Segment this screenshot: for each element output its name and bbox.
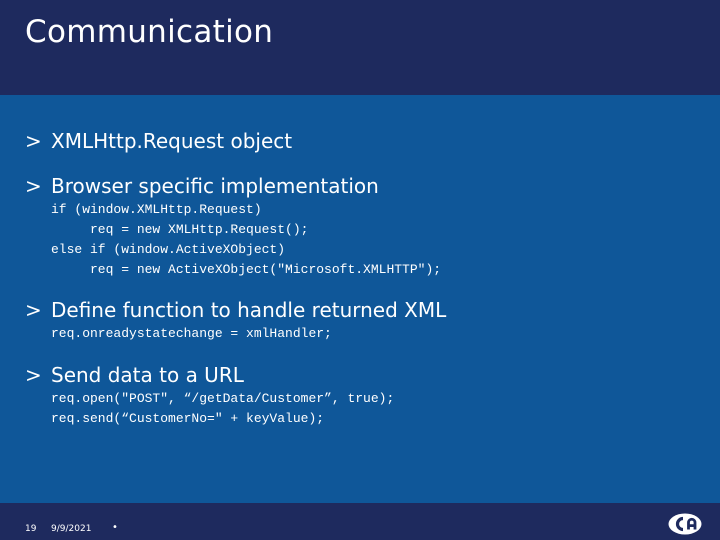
bullet-marker: >	[25, 129, 42, 153]
bullet-xmlhttprequest: > XMLHttp.Request object	[25, 129, 292, 153]
bullet-browser-specific: > Browser specific implementation	[25, 174, 379, 198]
code-block-send: req.open("POST", “/getData/Customer”, tr…	[51, 389, 394, 429]
code-block-browser: if (window.XMLHttp.Request) req = new XM…	[51, 200, 441, 280]
content-area	[0, 95, 720, 505]
code-line: req.open("POST", “/getData/Customer”, tr…	[51, 391, 395, 406]
bullet-marker: >	[25, 174, 42, 198]
bullet-marker: >	[25, 298, 42, 322]
code-line: if (window.XMLHttp.Request)	[51, 202, 262, 217]
slide-title: Communication	[25, 14, 274, 50]
code-line: req = new ActiveXObject("Microsoft.XMLHT…	[51, 262, 442, 277]
bullet-text: Browser specific implementation	[51, 174, 379, 198]
bullet-text: Send data to a URL	[51, 363, 244, 387]
page-number: 19	[25, 524, 37, 534]
bullet-text: XMLHttp.Request object	[51, 129, 293, 153]
code-line: req = new XMLHttp.Request();	[51, 222, 309, 237]
bullet-marker: >	[25, 363, 42, 387]
code-block-handler: req.onreadystatechange = xmlHandler;	[51, 324, 332, 344]
bullet-define-function: > Define function to handle returned XML	[25, 298, 446, 322]
footer-date: 9/9/2021	[51, 524, 92, 534]
code-line: req.onreadystatechange = xmlHandler;	[51, 326, 332, 341]
ca-logo-icon	[668, 513, 702, 535]
title-bar	[0, 0, 720, 95]
footer-bar	[0, 503, 720, 540]
footer-dot: •	[112, 522, 118, 533]
bullet-text: Define function to handle returned XML	[51, 298, 447, 322]
bullet-send-data: > Send data to a URL	[25, 363, 244, 387]
code-line: else if (window.ActiveXObject)	[51, 242, 286, 257]
code-line: req.send(“CustomerNo=" + keyValue);	[51, 411, 325, 426]
